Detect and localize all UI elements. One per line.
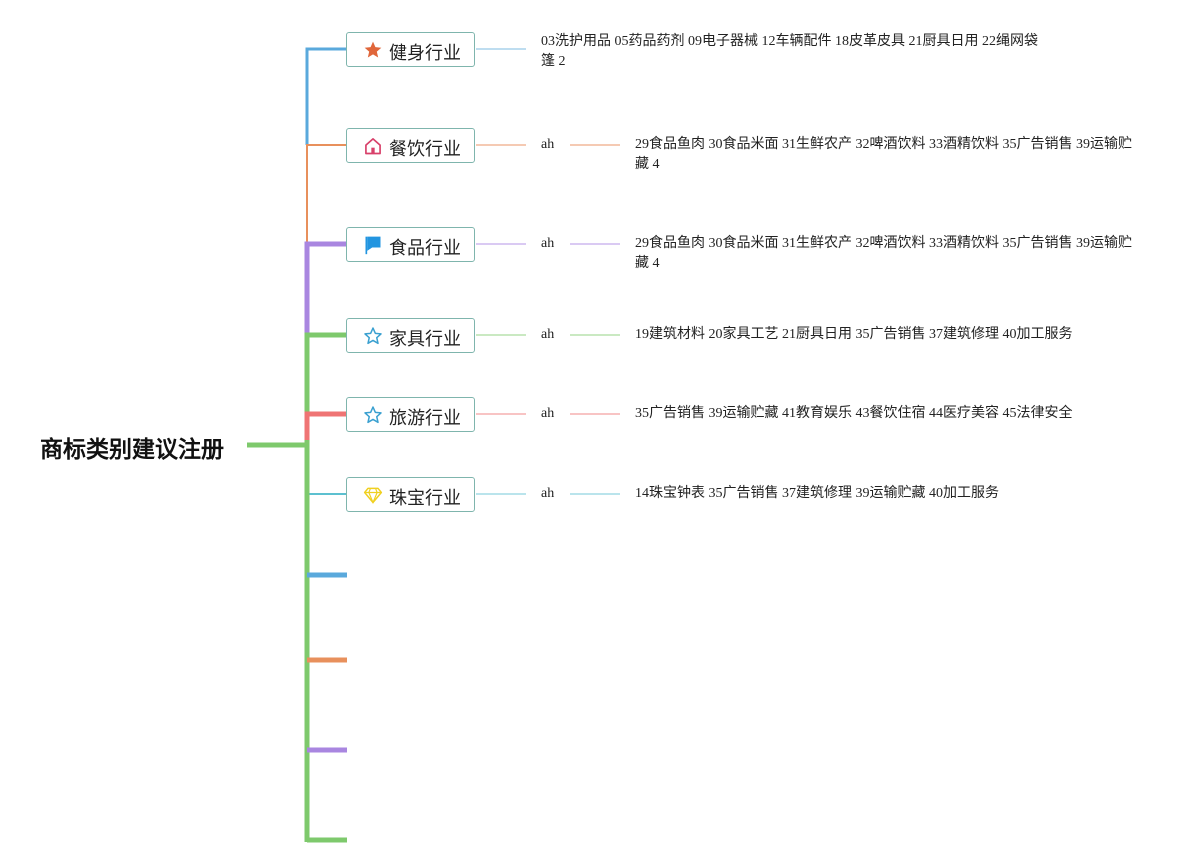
topic-node[interactable]: 健身行业 — [346, 32, 475, 67]
subtopic-line: 藏 4 — [635, 256, 660, 271]
topic-node[interactable]: 家具行业 — [346, 318, 475, 353]
mid-topic[interactable]: ah — [541, 236, 555, 251]
subtopic-line: 29食品鱼肉 30食品米面 31生鲜农产 32啤酒饮料 33酒精饮料 35广告销… — [635, 236, 1132, 251]
subtopic-text[interactable]: 14珠宝钟表 35广告销售 37建筑修理 39运输贮藏 40加工服务 — [635, 484, 1145, 504]
star-outline-icon — [363, 326, 383, 346]
subtopic-line: 14珠宝钟表 35广告销售 37建筑修理 39运输贮藏 40加工服务 — [635, 486, 999, 501]
house-icon — [363, 136, 383, 156]
topic-label: 健身行业 — [389, 43, 461, 64]
mid-topic[interactable]: ah — [541, 486, 555, 501]
branch-connector — [305, 47, 346, 145]
subtopic-line: 29食品鱼肉 30食品米面 31生鲜农产 32啤酒饮料 33酒精饮料 35广告销… — [635, 137, 1132, 152]
topic-label: 珠宝行业 — [389, 488, 461, 509]
subtopic-text[interactable]: 29食品鱼肉 30食品米面 31生鲜农产 32啤酒饮料 33酒精饮料 35广告销… — [635, 234, 1145, 274]
star-outline-icon — [363, 405, 383, 425]
topic-node[interactable]: 旅游行业 — [346, 397, 475, 432]
subtopic-text[interactable]: 03洗护用品 05药品药剂 09电子器械 12车辆配件 18皮革皮具 21厨具日… — [541, 32, 1051, 72]
subtopic-line: 19建筑材料 20家具工艺 21厨具日用 35广告销售 37建筑修理 40加工服… — [635, 327, 1073, 342]
root-topic[interactable]: 商标类别建议注册 — [40, 437, 224, 463]
subtopic-line: 藏 4 — [635, 157, 660, 172]
mid-topic[interactable]: ah — [541, 406, 555, 421]
topic-node[interactable]: 珠宝行业 — [346, 477, 475, 512]
branch-connector — [306, 144, 346, 244]
subtopic-text[interactable]: 19建筑材料 20家具工艺 21厨具日用 35广告销售 37建筑修理 40加工服… — [635, 325, 1145, 345]
subtopic-line: 篷 2 — [541, 54, 566, 69]
subtopic-text[interactable]: 35广告销售 39运输贮藏 41教育娱乐 43餐饮住宿 44医疗美容 45法律安… — [635, 404, 1145, 424]
star-filled-icon — [363, 40, 383, 60]
topic-node[interactable]: 食品行业 — [346, 227, 475, 262]
topic-label: 旅游行业 — [389, 408, 461, 429]
subtopic-line: 35广告销售 39运输贮藏 41教育娱乐 43餐饮住宿 44医疗美容 45法律安… — [635, 406, 1073, 421]
topic-label: 餐饮行业 — [389, 139, 461, 160]
topic-label: 食品行业 — [389, 238, 461, 259]
branch-connector — [304, 332, 346, 445]
subtopic-text[interactable]: 29食品鱼肉 30食品米面 31生鲜农产 32啤酒饮料 33酒精饮料 35广告销… — [635, 135, 1145, 175]
diamond-icon — [363, 485, 383, 505]
mid-topic[interactable]: ah — [541, 137, 555, 152]
subtopic-line: 03洗护用品 05药品药剂 09电子器械 12车辆配件 18皮革皮具 21厨具日… — [541, 34, 1038, 49]
branch-connector — [304, 241, 346, 335]
topic-node[interactable]: 餐饮行业 — [346, 128, 475, 163]
topic-label: 家具行业 — [389, 329, 461, 350]
mid-topic[interactable]: ah — [541, 327, 555, 342]
flag-icon — [363, 235, 383, 255]
branch-connector — [304, 411, 346, 440]
